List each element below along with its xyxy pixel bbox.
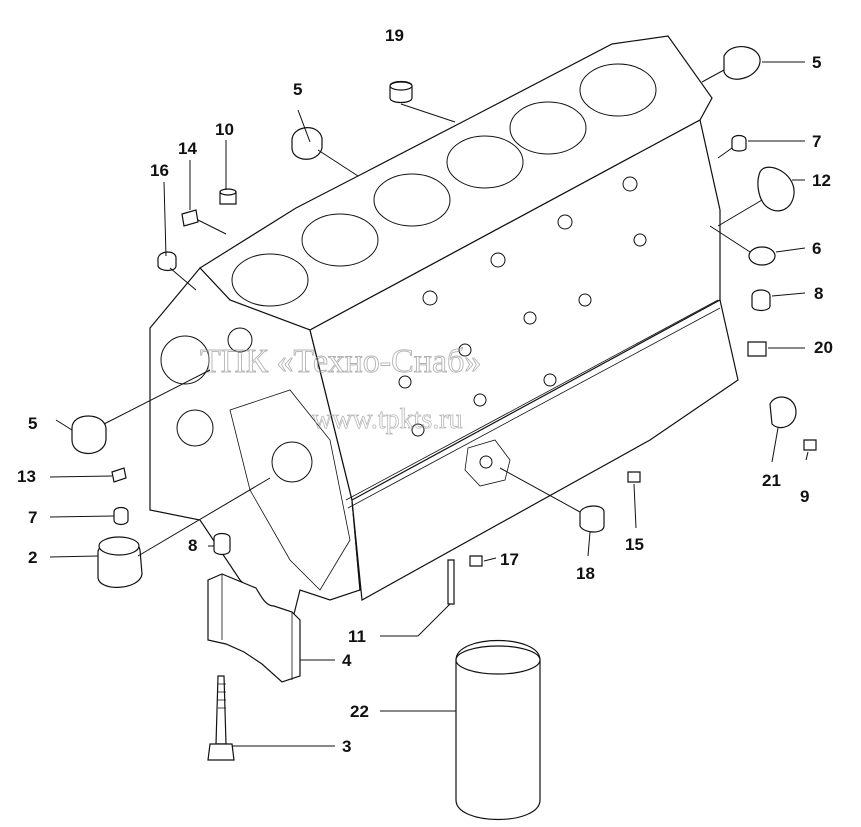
bolt-11: [447, 559, 455, 605]
callout-9: 9: [800, 487, 809, 506]
plug-14: [181, 209, 199, 227]
callout-10: 10: [215, 120, 234, 139]
callout-6: 6: [812, 239, 821, 258]
leader-lines: [49, 61, 809, 747]
bolt-9: [803, 439, 817, 451]
callout-8-right: 8: [814, 284, 823, 303]
callout-4: 4: [342, 651, 352, 670]
callout-12: 12: [812, 171, 831, 190]
main-bearing-bolt-3: [215, 675, 227, 745]
main-bearing-cap-4: [207, 573, 301, 683]
fitting-15: [627, 471, 641, 483]
callout-14: 14: [178, 139, 197, 158]
callout-18: 18: [576, 564, 595, 583]
callout-5-right: 5: [812, 53, 821, 72]
expansion-plug-5-left: [71, 415, 107, 454]
callout-5-top: 5: [293, 80, 302, 99]
callout-7-right: 7: [812, 132, 821, 151]
seal-ring-6: [748, 246, 776, 266]
callout-8-left: 8: [188, 536, 197, 555]
plug-7-right: [731, 134, 747, 152]
watermark-company: ТПК «Техно-Снаб»: [200, 343, 481, 380]
cylinder-liner-22: [455, 639, 541, 821]
dowel-pin-13: [111, 467, 127, 483]
fitting-17: [469, 555, 483, 567]
watermark-url: www.tpkts.ru: [312, 404, 463, 435]
cover-disc-12: [757, 166, 795, 212]
callout-11: 11: [348, 627, 366, 646]
callout-21: 21: [762, 471, 781, 490]
plug-8-right: [751, 289, 771, 312]
callout-20: 20: [814, 338, 833, 357]
cover-21: [769, 396, 797, 429]
callout-3: 3: [342, 737, 351, 756]
callout-2: 2: [28, 548, 37, 567]
plug-7-left: [113, 506, 129, 526]
callout-15: 15: [625, 535, 644, 554]
callout-7-left: 7: [28, 508, 37, 527]
expansion-plug-5-right: [723, 46, 761, 80]
callout-16: 16: [150, 161, 169, 180]
plug-20: [747, 341, 767, 357]
callout-5-left: 5: [28, 414, 37, 433]
cylinder-block: [149, 35, 739, 632]
callout-22: 22: [350, 702, 369, 721]
plug-8-left: [213, 532, 231, 556]
callout-13: 13: [17, 467, 36, 486]
plug-16: [157, 251, 177, 272]
callout-17: 17: [500, 550, 519, 569]
callout-19: 19: [385, 26, 404, 45]
seal-ring-18: [579, 505, 605, 533]
expansion-plug-5-top: [291, 127, 323, 160]
